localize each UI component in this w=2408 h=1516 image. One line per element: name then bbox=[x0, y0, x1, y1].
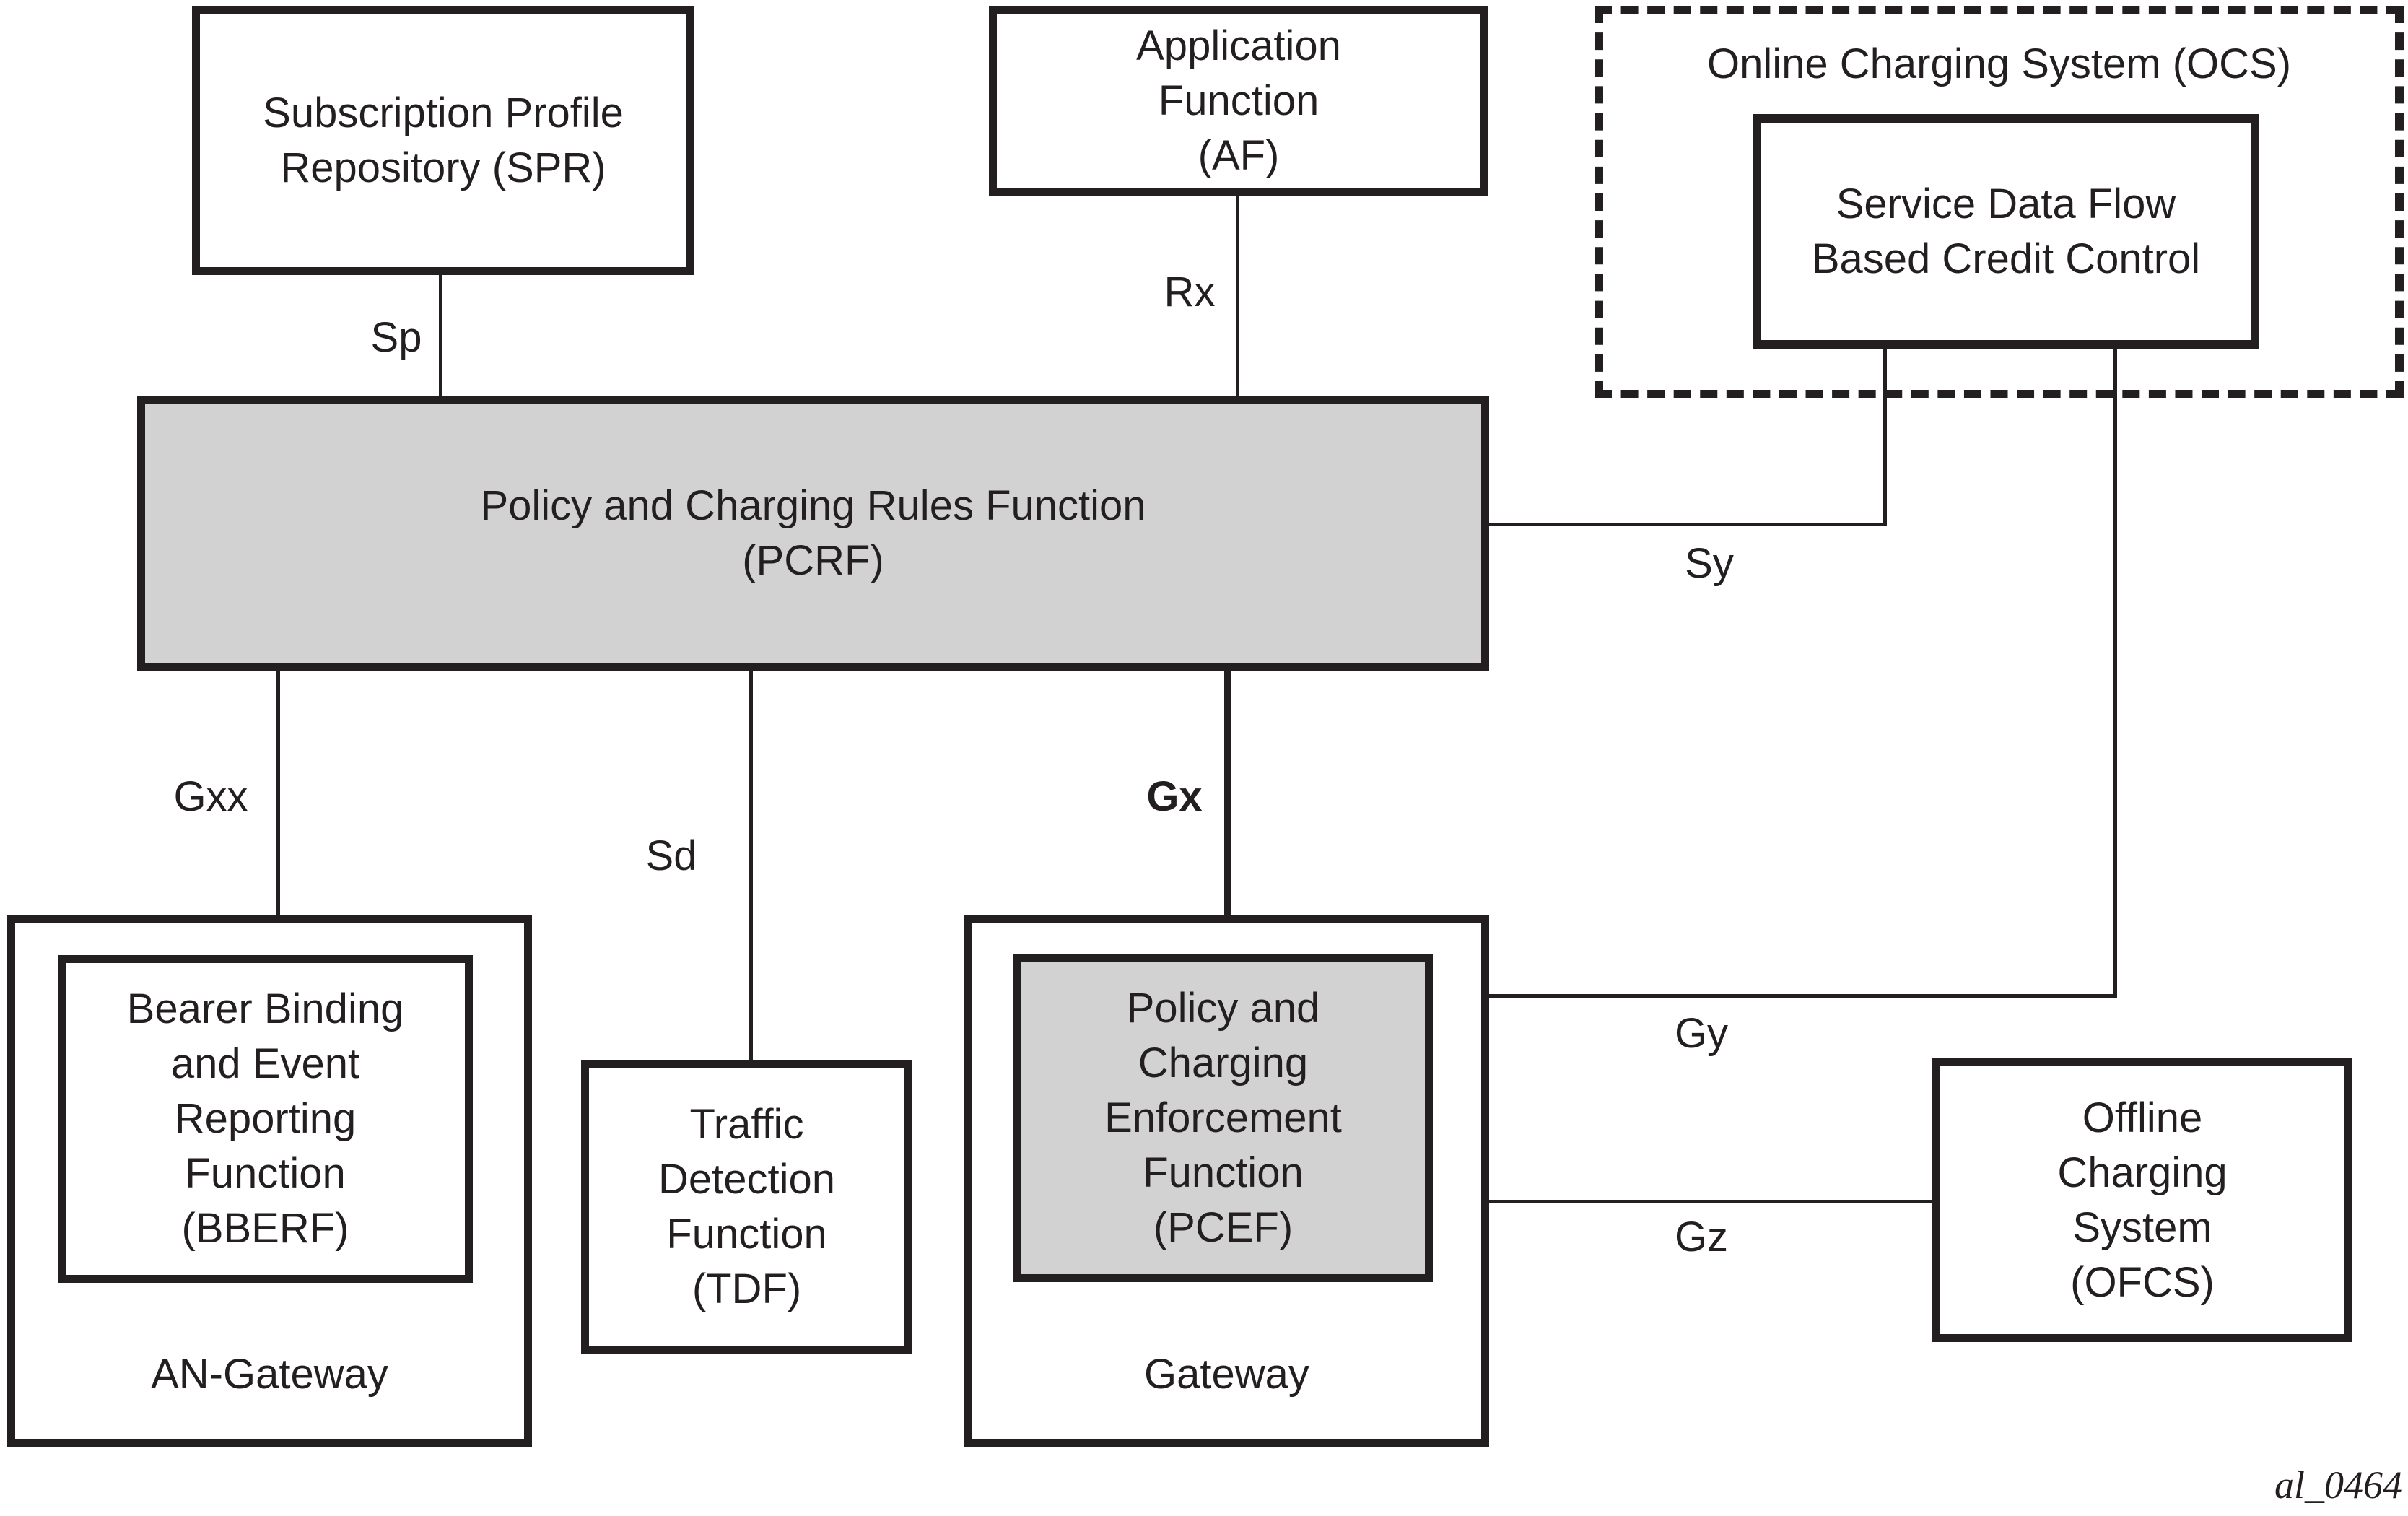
sy-line-vertical bbox=[1883, 347, 1887, 526]
pcrf-label: Policy and Charging Rules Function (PCRF… bbox=[480, 482, 1146, 584]
gy-line-vertical bbox=[2113, 347, 2117, 998]
interface-label-sy: Sy bbox=[1685, 540, 1734, 587]
ofcs-box: Offline Charging System (OFCS) bbox=[1932, 1058, 2352, 1342]
rx-line bbox=[1236, 195, 1239, 397]
gxx-line bbox=[276, 670, 280, 917]
bberf-label: Bearer Binding and Event Reporting Funct… bbox=[126, 985, 404, 1252]
gx-line bbox=[1224, 670, 1231, 917]
bberf-box: Bearer Binding and Event Reporting Funct… bbox=[58, 955, 473, 1283]
interface-label-gx: Gx bbox=[1146, 773, 1203, 820]
pcef-box: Policy and Charging Enforcement Function… bbox=[1013, 954, 1433, 1282]
spr-box: Subscription Profile Repository (SPR) bbox=[192, 6, 694, 275]
interface-label-rx: Rx bbox=[1164, 269, 1216, 315]
interface-label-gxx: Gxx bbox=[173, 773, 248, 820]
ocs-title: Online Charging System (OCS) bbox=[1706, 40, 2292, 87]
gateway-label: Gateway bbox=[1144, 1351, 1309, 1398]
an-gateway-label: AN-Gateway bbox=[151, 1351, 388, 1398]
gy-line-horizontal bbox=[1487, 994, 2115, 998]
af-box: Application Function (AF) bbox=[989, 6, 1488, 196]
gz-line bbox=[1487, 1200, 1934, 1203]
ocs-dashed-box: Online Charging System (OCS) bbox=[1595, 6, 2404, 398]
sd-line bbox=[749, 670, 753, 1061]
sdf-box: Service Data Flow Based Credit Control bbox=[1753, 114, 2259, 349]
interface-label-gz: Gz bbox=[1674, 1214, 1729, 1260]
tdf-label: Traffic Detection Function (TDF) bbox=[658, 1101, 836, 1312]
pcrf-box: Policy and Charging Rules Function (PCRF… bbox=[137, 396, 1489, 671]
ofcs-label: Offline Charging System (OFCS) bbox=[2057, 1094, 2228, 1306]
interface-label-sp: Sp bbox=[370, 314, 422, 361]
sdf-label: Service Data Flow Based Credit Control bbox=[1811, 180, 2201, 282]
interface-label-gy: Gy bbox=[1674, 1010, 1729, 1057]
interface-label-sd: Sd bbox=[645, 832, 697, 879]
tdf-box: Traffic Detection Function (TDF) bbox=[581, 1060, 912, 1354]
figure-id: al_0464 bbox=[2274, 1463, 2402, 1507]
af-label: Application Function (AF) bbox=[1136, 22, 1341, 179]
pcef-label: Policy and Charging Enforcement Function… bbox=[1104, 985, 1342, 1251]
sy-line-horizontal bbox=[1487, 523, 1885, 526]
spr-label: Subscription Profile Repository (SPR) bbox=[263, 89, 624, 191]
sp-line bbox=[439, 274, 442, 397]
